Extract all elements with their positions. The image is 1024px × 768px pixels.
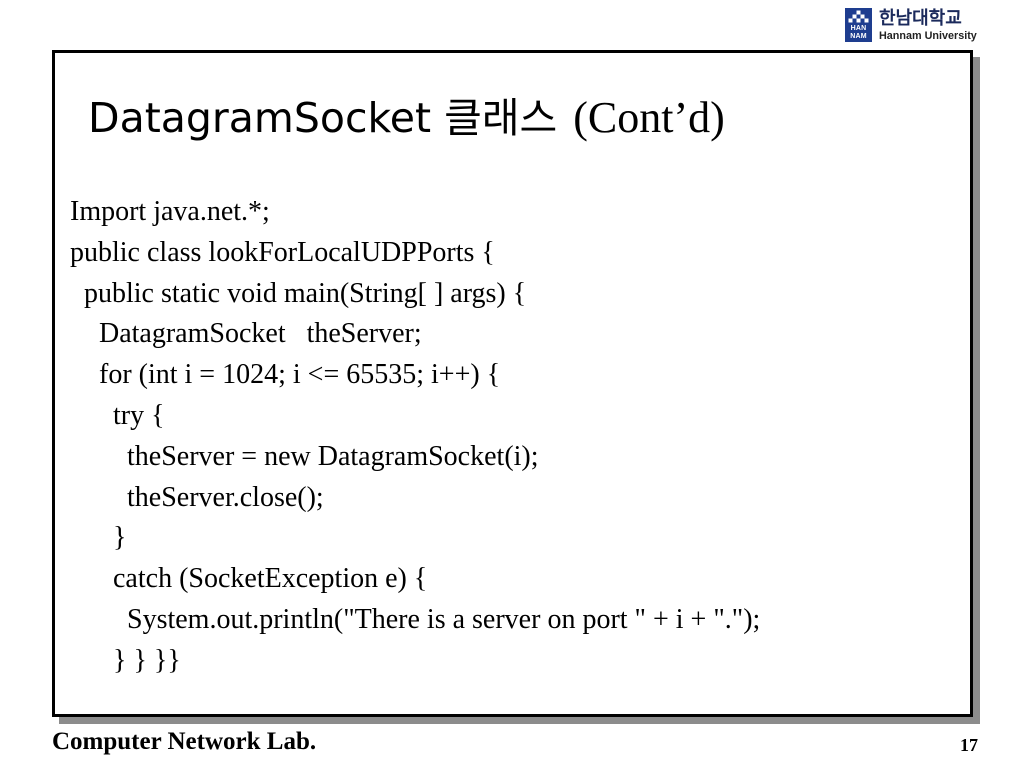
page-number: 17: [960, 735, 978, 755]
content-frame: [52, 50, 973, 717]
code-line: System.out.println("There is a server on…: [127, 603, 761, 635]
code-listing: Import java.net.*; public class lookForL…: [70, 192, 760, 682]
code-line: for (int i = 1024; i <= 65535; i++) {: [99, 359, 501, 391]
emblem-text-han: HAN: [850, 25, 867, 32]
university-logo: HAN NAM 한남대학교 Hannam University: [843, 5, 979, 43]
slide-title-suffix: (Cont’d): [573, 93, 725, 142]
emblem-text-nam: NAM: [850, 33, 867, 40]
slide-title: DatagramSocket 클래스 (Cont’d): [88, 90, 725, 156]
code-line: } } }}: [113, 644, 181, 676]
hannam-emblem-icon: HAN NAM: [845, 8, 872, 42]
code-line: DatagramSocket theServer;: [99, 318, 422, 350]
code-line: public static void main(String[ ] args) …: [84, 277, 527, 309]
emblem-lattice-icon: [848, 10, 869, 23]
code-line: public class lookForLocalUDPPorts {: [70, 236, 495, 268]
code-line: catch (SocketException e) {: [113, 563, 428, 595]
code-line: try {: [113, 399, 165, 431]
footer-lab-name: Computer Network Lab.: [52, 728, 317, 755]
code-line: theServer = new DatagramSocket(i);: [127, 440, 539, 472]
university-name-korean: 한남대학교: [879, 8, 962, 29]
code-line: }: [113, 522, 127, 554]
code-line: theServer.close();: [127, 481, 324, 513]
code-line: Import java.net.*;: [70, 196, 270, 227]
slide-title-main: DatagramSocket 클래스: [88, 94, 558, 142]
university-name-english: Hannam University: [879, 30, 977, 42]
